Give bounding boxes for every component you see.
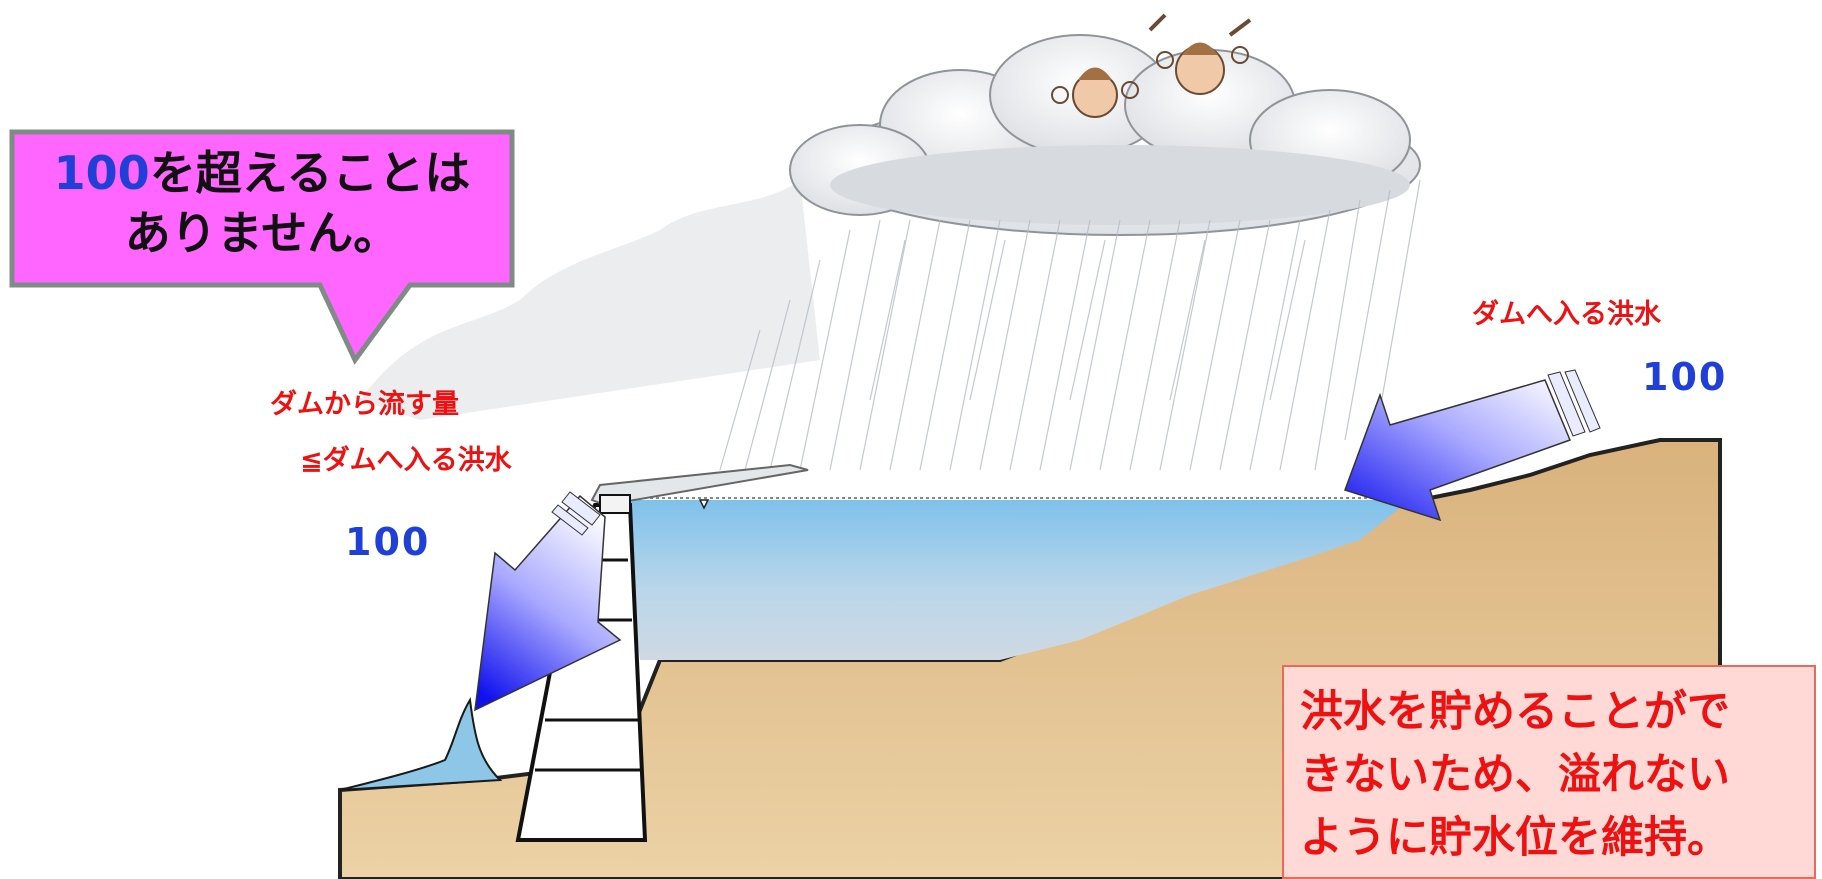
outflow-value: 100: [345, 520, 431, 564]
outflow-arrow-icon: [474, 491, 622, 712]
callout-line1-rest: を超えることは: [149, 145, 471, 200]
note-line2: きないため、溢れない: [1300, 750, 1730, 800]
thunder-god-figures-icon: [1051, 13, 1252, 118]
callout-text: 100を超えることは ありません。: [12, 130, 512, 275]
callout-line2: ありません。: [124, 205, 400, 260]
callout-line1: 100を超えることは: [54, 143, 471, 203]
reservoir-water: [620, 500, 1410, 660]
rain-streaks: [719, 179, 1421, 471]
outflow-label-line2: ≦ダムへ入る洪水: [300, 445, 512, 476]
note-line1: 洪水を貯めることがで: [1300, 687, 1730, 737]
callout-number: 100: [53, 145, 150, 200]
inflow-label: ダムへ入る洪水: [1472, 299, 1661, 330]
outflow-label-line1: ダムから流す量: [270, 389, 459, 420]
storm-cloud: [789, 34, 1421, 236]
downstream-river: [339, 697, 503, 791]
mist-cloud-left: [360, 180, 820, 420]
note-box: 洪水を貯めることがで きないため、溢れない ように貯水位を維持。: [1282, 665, 1816, 879]
callout-bubble: [9, 129, 515, 365]
note-line3: ように貯水位を維持。: [1300, 813, 1730, 863]
inflow-arrow-icon: [1344, 369, 1601, 522]
inflow-value: 100: [1642, 355, 1728, 399]
